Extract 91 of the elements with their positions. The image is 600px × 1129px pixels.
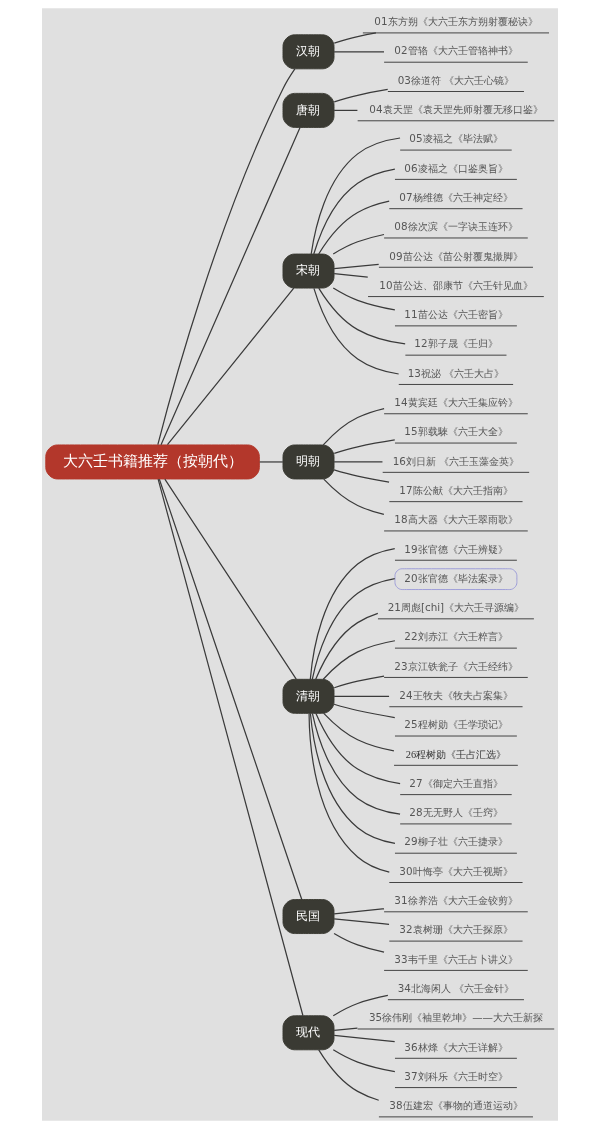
node-text: 16刘日新 《六壬玉藻金英》 (392, 454, 520, 467)
node-text: 31徐养浩《大六壬金铰剪》 (394, 894, 518, 907)
node-text: 28无无野人《壬窍》 (409, 806, 503, 819)
connector (333, 932, 385, 953)
node-text: 36林烽《大六壬详解》 (404, 1040, 508, 1053)
node-text: 13祝泌 《六壬大占》 (407, 366, 505, 379)
node-text: 01东方朔《大六壬东方朔射覆秘诀》 (374, 15, 538, 28)
connector (333, 1034, 396, 1043)
node-text: 35徐伟刚《袖里乾坤》——大六壬新探 (368, 1011, 543, 1024)
connector (332, 1049, 396, 1073)
connector (333, 273, 369, 278)
connector (313, 287, 400, 375)
connector (318, 200, 390, 255)
node-text: 14黄宾廷《大六壬集应钤》 (394, 396, 518, 409)
connector (259, 461, 284, 463)
node-text: 11苗公达《六壬密旨》 (404, 308, 508, 321)
connector (333, 263, 380, 270)
node-text: 25程树勋《壬学琐记》 (404, 718, 508, 731)
connector (333, 32, 377, 44)
node-text: 30叶悔亭《大六壬视斯》 (399, 864, 513, 877)
connector (157, 478, 304, 1017)
node-text: 12郭子晟《壬归》 (414, 337, 498, 350)
connector (309, 547, 396, 680)
connector (333, 51, 385, 53)
connector (160, 126, 301, 446)
connector (333, 461, 384, 463)
connector (164, 478, 297, 680)
connector (313, 168, 396, 255)
connector (322, 640, 396, 680)
connector (332, 994, 389, 1017)
connector (311, 578, 396, 680)
connector (315, 612, 379, 680)
node-text: 02管辂《大六壬管辂神书》 (394, 44, 518, 57)
node-text: 38伍建宏《事物的通道运动》 (389, 1099, 523, 1112)
node-text: 26程树勋《壬占汇选》 (405, 748, 507, 760)
connector (158, 478, 303, 901)
connector (318, 1049, 380, 1101)
connector (323, 712, 395, 752)
connector (333, 908, 385, 915)
node-text: 03徐道符 《大六壬心镜》 (397, 73, 515, 86)
connector (333, 695, 390, 697)
node-text: 21周彪[chi]《大六壬寻源编》 (387, 601, 525, 614)
connector (315, 712, 401, 785)
node-text: 37刘科乐《六壬时空》 (404, 1069, 508, 1082)
node-box: 大六壬书籍推荐（按朝代） (45, 444, 260, 480)
connector (333, 439, 396, 454)
node-text: 07杨维德《六壬神定经》 (399, 190, 513, 203)
node-text: 22刘赤江《六壬粹言》 (404, 630, 508, 643)
node-text: 29柳子壮《六壬捷录》 (404, 835, 508, 848)
node-text: 10苗公达、邵康节《六壬针见血》 (379, 278, 533, 291)
connector (311, 712, 401, 815)
node-text: 33韦千里《六壬占卜讲义》 (394, 952, 518, 965)
node-box: 现代 (282, 1015, 335, 1051)
node-box: 清朝 (282, 678, 335, 714)
node-text: 18高大器《大六壬翠雨歌》 (394, 513, 518, 526)
node-text: 32袁树珊《大六壬探原》 (399, 923, 513, 936)
node-box: 宋朝 (282, 253, 335, 289)
node-text: 05凌福之《毕法赋》 (409, 132, 503, 145)
connector (333, 675, 385, 689)
node-text: 34北海闲人 《六壬金针》 (397, 981, 515, 994)
connector (322, 407, 385, 446)
connector (308, 712, 390, 873)
node-text: 19张官德《六壬辨疑》 (404, 542, 508, 555)
connector (333, 109, 359, 111)
node-box: 唐朝 (282, 92, 335, 128)
connector (157, 68, 296, 446)
node-text: 17陈公献《大六壬指南》 (399, 483, 513, 496)
connector (318, 287, 406, 345)
node-text: 09苗公达《苗公射覆鬼撮脚》 (389, 249, 523, 262)
node-text: 27《御定六壬直指》 (409, 776, 503, 789)
connector (323, 478, 385, 516)
connector (333, 469, 390, 483)
node-box: 明朝 (282, 444, 335, 480)
node-text: 08徐次滨《一字诀玉连环》 (394, 220, 518, 233)
connector (333, 703, 396, 719)
node-text: 04袁天罡《袁天罡先师射覆无移口鉴》 (369, 103, 543, 116)
connector (166, 287, 295, 446)
connector (333, 918, 390, 925)
node-box: 民国 (282, 899, 335, 934)
connector (309, 712, 396, 845)
node-text: 23京江铁瓮子《六壬经纬》 (394, 659, 518, 672)
node-text: 15郭载騋《六壬大全》 (404, 425, 508, 438)
connector (332, 233, 385, 255)
node-text: 24王牧夫《牧夫占案集》 (399, 688, 513, 701)
connector (332, 287, 396, 311)
node-box: 20张官德《毕法案录》 (394, 568, 518, 590)
connector (333, 88, 389, 103)
node-text: 06凌福之《口鉴奥旨》 (404, 161, 508, 174)
connector (333, 1027, 359, 1031)
connector (310, 137, 401, 255)
node-box: 汉朝 (282, 34, 335, 70)
